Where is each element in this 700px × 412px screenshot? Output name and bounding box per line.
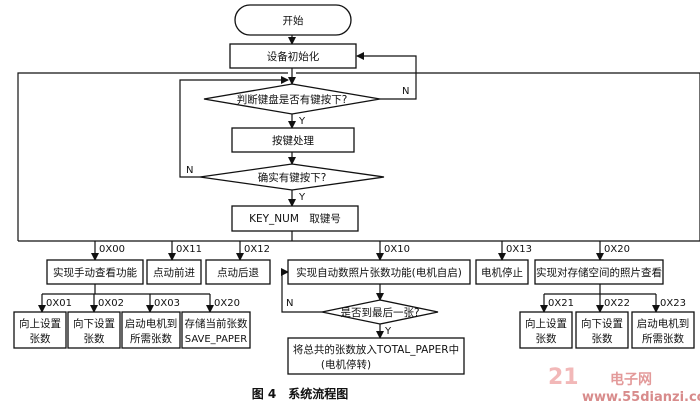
- check-key-decision: [203, 83, 381, 115]
- code-0x02: 0X02: [98, 298, 124, 309]
- code-0x11: 0X11: [176, 244, 202, 255]
- get-key-label: KEY_NUM 取键号: [249, 212, 341, 225]
- manual-view-box: [46, 259, 144, 285]
- code-0x01: 0X01: [46, 298, 72, 309]
- watermark-url: www.55dianzi.com: [582, 390, 700, 405]
- last-sheet-decision: [321, 299, 439, 325]
- total-paper-line1: 将总共的张数放入TOTAL_PAPER中: [293, 343, 459, 356]
- check-key-no: N: [402, 86, 409, 97]
- storage-motor-line2: 所需张数: [642, 332, 684, 345]
- code-0x13: 0X13: [506, 244, 532, 255]
- jog-forward-box: [146, 259, 202, 285]
- code-0x20: 0X20: [604, 244, 630, 255]
- manual-up-line2: 张数: [30, 332, 51, 345]
- last-sheet-label: 是否到最后一张?: [340, 307, 419, 319]
- auto-count-label: 实现自动数照片张数功能(电机自启): [296, 266, 462, 279]
- confirm-key-no: N: [186, 165, 193, 176]
- code-0x22: 0X22: [604, 298, 630, 309]
- code-0x00: 0X00: [99, 244, 125, 255]
- site-watermark: 21 电子网 www.55dianzi.com: [548, 365, 700, 405]
- manual-down-line1: 向下设置: [73, 317, 115, 330]
- manual-save-line2: SAVE_PAPER: [185, 334, 247, 345]
- init-box: [229, 43, 357, 69]
- storage-up-line2: 张数: [536, 332, 557, 345]
- confirm-key-decision: [199, 163, 385, 191]
- total-paper-box: [287, 337, 465, 375]
- manual-up-box: [13, 311, 67, 349]
- init-label: 设备初始化: [267, 50, 320, 63]
- jog-back-box: [205, 259, 271, 285]
- jog-back-label: 点动后退: [217, 267, 259, 279]
- code-0x20-sub: 0X20: [214, 298, 240, 309]
- storage-view-box: [534, 259, 664, 285]
- storage-view-label: 实现对存储空间的照片查看: [536, 266, 662, 279]
- storage-down-box: [575, 311, 629, 349]
- storage-up-line1: 向上设置: [525, 317, 567, 330]
- start-label: 开始: [283, 14, 304, 27]
- last-sheet-no: N: [286, 298, 293, 309]
- manual-motor-line2: 所需张数: [130, 332, 172, 345]
- manual-motor-line1: 启动电机到: [125, 317, 178, 330]
- figure-caption: 图 4 系统流程图: [252, 386, 349, 401]
- storage-up-box: [519, 311, 573, 349]
- confirm-key-label: 确实有键按下?: [258, 171, 327, 184]
- total-paper-line2: (电机停转): [321, 358, 371, 371]
- confirm-key-yes: Y: [298, 192, 306, 203]
- auto-count-box: [287, 259, 471, 285]
- storage-down-line2: 张数: [592, 332, 613, 345]
- motor-stop-box: [475, 259, 529, 285]
- storage-motor-line1: 启动电机到: [637, 317, 690, 330]
- key-process-label: 按键处理: [272, 134, 314, 147]
- motor-stop-label: 电机停止: [481, 266, 523, 279]
- last-sheet-yes: Y: [384, 326, 392, 337]
- start-terminator: [234, 4, 352, 36]
- manual-down-box: [67, 311, 121, 349]
- check-key-yes: Y: [298, 116, 306, 127]
- manual-down-line2: 张数: [84, 332, 105, 345]
- manual-save-line1: 存储当前张数: [185, 317, 248, 330]
- code-0x10: 0X10: [384, 244, 410, 255]
- watermark-logo-number: 21: [548, 365, 579, 390]
- code-0x03: 0X03: [154, 298, 180, 309]
- storage-motor-box: [631, 311, 695, 349]
- key-process-box: [231, 127, 355, 153]
- code-0x21: 0X21: [548, 298, 574, 309]
- manual-motor-box: [121, 311, 181, 349]
- manual-save-box: [181, 311, 251, 349]
- connectors: [17, 35, 700, 339]
- manual-view-label: 实现手动查看功能: [53, 266, 137, 279]
- watermark-logo-text: 电子网: [610, 371, 652, 388]
- code-0x23: 0X23: [660, 298, 686, 309]
- jog-forward-label: 点动前进: [153, 266, 195, 279]
- check-key-label: 判断键盘是否有键按下?: [237, 93, 348, 106]
- get-key-box: [231, 205, 359, 232]
- manual-up-line1: 向上设置: [19, 317, 61, 330]
- storage-down-line1: 向下设置: [581, 317, 623, 330]
- code-0x12: 0X12: [244, 244, 270, 255]
